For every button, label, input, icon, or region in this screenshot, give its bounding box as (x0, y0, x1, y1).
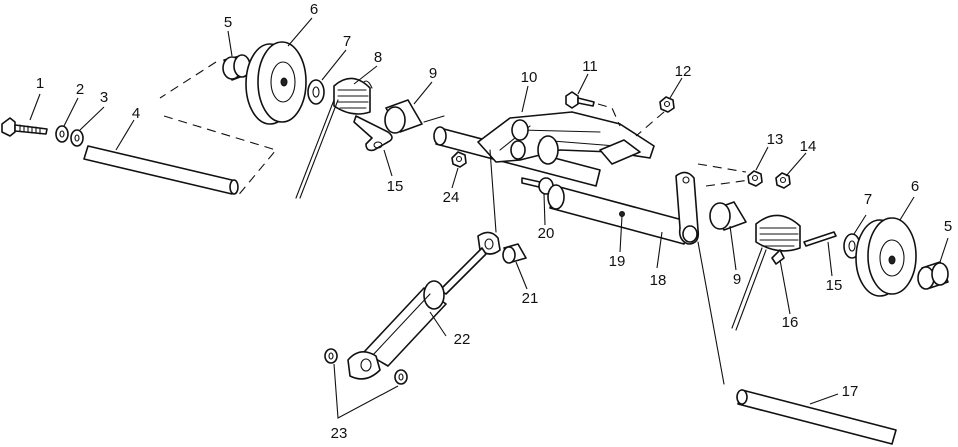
callout-13: 13 (767, 131, 784, 148)
callout-22: 22 (454, 331, 471, 348)
callout-17: 17 (842, 383, 859, 400)
callout-20: 20 (538, 225, 555, 242)
callout-10: 10 (521, 69, 538, 86)
assembly-line-right (697, 163, 751, 187)
part-6-idler-wheel-right (855, 217, 917, 297)
part-12-nut (659, 96, 675, 113)
part-1-bolt (1, 117, 48, 137)
callout-8: 8 (374, 49, 382, 66)
part-3-washer (70, 129, 84, 147)
assembly-line-center (597, 103, 665, 137)
callout-16: 16 (782, 314, 799, 331)
callout-11: 11 (582, 58, 598, 75)
part-11-bolt (565, 91, 595, 109)
part-16-torsion-spring-right (731, 214, 801, 331)
callout-6-right: 6 (911, 178, 919, 195)
callout-9-left: 9 (429, 65, 437, 82)
part-24-nut (451, 151, 467, 168)
callout-5-right: 5 (944, 218, 952, 235)
part-2-washer (55, 125, 69, 143)
callout-18: 18 (650, 272, 667, 289)
callout-2: 2 (76, 81, 84, 98)
callout-23: 23 (331, 425, 348, 442)
callout-5-left: 5 (224, 14, 232, 31)
part-14-nut (775, 172, 791, 189)
callout-7-left: 7 (343, 33, 351, 50)
part-9-bushing-right (709, 201, 747, 231)
callout-4: 4 (132, 105, 140, 122)
part-18-rear-shaft (547, 184, 691, 245)
part-6-idler-wheel-left (245, 41, 307, 125)
callout-12: 12 (675, 63, 692, 80)
part-13-nut (747, 170, 763, 187)
callout-3: 3 (100, 89, 108, 106)
callout-24: 24 (443, 189, 460, 206)
callout-6-left: 6 (310, 1, 318, 18)
callout-19: 19 (609, 253, 626, 270)
part-21-bushing (502, 243, 527, 264)
part-5-bushing-right (917, 261, 949, 290)
part-15-spring-adjuster-left (353, 115, 393, 152)
callout-15-right: 15 (826, 277, 843, 294)
part-rear-arm-link (675, 171, 700, 245)
callout-14: 14 (800, 138, 817, 155)
part-23-washers (324, 348, 408, 385)
callout-15-left: 15 (387, 178, 404, 195)
part-7-washer-left (307, 79, 325, 105)
part-22-shock-absorber (347, 149, 501, 380)
leader-lines (29, 17, 949, 419)
callout-labels: 1 2 3 4 5 6 7 8 9 10 11 12 13 14 15 24 2… (36, 1, 952, 442)
callout-21: 21 (522, 290, 539, 307)
callout-9-right: 9 (733, 271, 741, 288)
callout-7-right: 7 (864, 191, 872, 208)
part-4-shaft (83, 145, 239, 195)
part-9-bushing-left (384, 99, 445, 134)
part-15-adjuster-rod-right (803, 231, 837, 247)
part-17-long-shaft (697, 241, 897, 445)
assembly-line-left (159, 61, 277, 199)
callout-1: 1 (36, 75, 44, 92)
part-10-pivot-arm (477, 111, 655, 165)
part-8-torsion-spring-left (295, 77, 373, 199)
